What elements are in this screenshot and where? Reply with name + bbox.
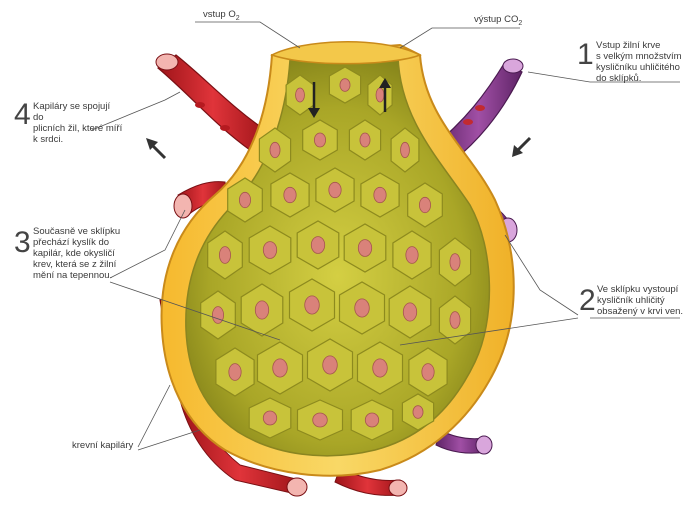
cell-nucleus [323, 356, 338, 374]
step-1-text: Vstup žilní krve s velkým množstvím kysl… [596, 40, 686, 84]
cell-nucleus [401, 142, 410, 157]
step-3-text: Současně ve sklípku přechází kyslík do k… [33, 226, 123, 281]
cell-nucleus [355, 299, 370, 317]
cell-nucleus [450, 254, 460, 271]
step-2-text: Ve sklípku vystoupí kysličník uhličitý o… [597, 284, 685, 317]
step-1-number: 1 [577, 40, 594, 70]
cell-nucleus [406, 247, 418, 264]
flow-arrow-left [146, 138, 165, 158]
step-2-number: 2 [579, 286, 596, 316]
co2-outflow-label: výstup CO2 [474, 14, 522, 27]
cell-nucleus [376, 88, 384, 102]
cell-nucleus [273, 359, 288, 377]
cell-nucleus [373, 359, 388, 377]
cell-nucleus [263, 242, 276, 259]
cell-nucleus [284, 187, 296, 202]
cell-nucleus [263, 411, 276, 425]
step-4-text: Kapiláry se spojují do plicních žil, kte… [33, 101, 123, 145]
cell-nucleus [358, 240, 371, 257]
flow-arrow-right [512, 138, 530, 157]
cell-nucleus [360, 133, 370, 147]
cell-nucleus [340, 79, 350, 92]
cell-nucleus [374, 187, 386, 202]
o2-inflow-label: vstup O2 [203, 9, 240, 22]
cell-nucleus [239, 192, 250, 207]
capillary-label: krevní kapiláry [72, 440, 133, 451]
cell-nucleus [311, 237, 324, 254]
cell-nucleus [219, 247, 230, 264]
cell-nucleus [403, 303, 416, 321]
cell-nucleus [365, 413, 378, 427]
cell-nucleus [255, 301, 268, 319]
step-4-number: 4 [14, 100, 31, 130]
cell-nucleus [422, 364, 434, 381]
step-3-number: 3 [14, 228, 31, 258]
cell-nucleus [413, 406, 423, 419]
cell-nucleus [313, 413, 328, 427]
cell-nucleus [305, 296, 320, 314]
cell-nucleus [450, 312, 460, 329]
cell-nucleus [314, 133, 325, 147]
cell-nucleus [419, 197, 430, 212]
cell-nucleus [212, 307, 223, 324]
cell-nucleus [270, 142, 280, 157]
cell-nucleus [329, 182, 341, 197]
pulmonary-vein-vessel [156, 54, 268, 150]
cell-nucleus [296, 88, 305, 102]
cell-nucleus [229, 364, 241, 381]
